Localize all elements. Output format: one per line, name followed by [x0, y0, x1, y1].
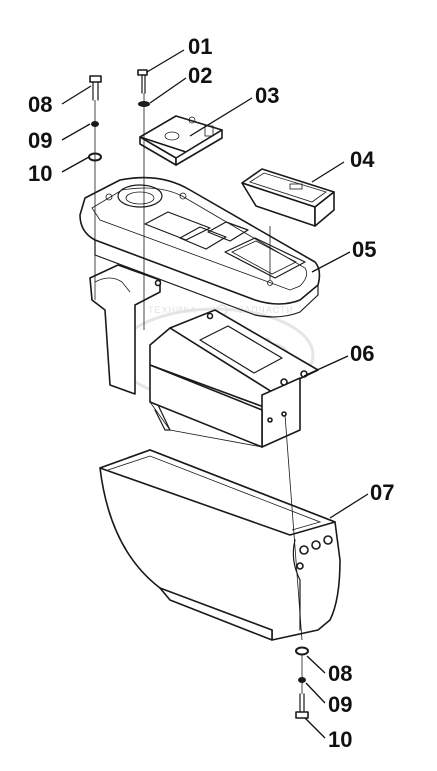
part-08-bolt-top: [89, 75, 102, 101]
callout-08-bottom: 08: [328, 661, 352, 686]
leader-lines: [61, 49, 369, 739]
callout-10-top: 10: [28, 161, 52, 186]
part-03-bracket: [139, 115, 223, 166]
part-10-bolt-bottom: [295, 693, 309, 719]
part-05-console-top: [79, 176, 321, 318]
callout-06: 06: [350, 341, 374, 366]
callout-08-top: 08: [28, 92, 52, 117]
assembly-centerlines: [94, 93, 303, 694]
callout-05: 05: [352, 237, 376, 262]
part-06-frame: [89, 264, 319, 448]
part-01-bolt: [137, 69, 148, 94]
callout-02: 02: [188, 63, 212, 88]
callout-09-bottom: 09: [328, 692, 352, 717]
part-07-bin: [99, 449, 341, 641]
callout-labels: 01 02 03 04 05 06 07 08 09 10 08 09 10: [28, 34, 394, 752]
callout-07: 07: [370, 480, 394, 505]
callout-09-top: 09: [28, 128, 52, 153]
part-04-insert: [241, 168, 335, 227]
watermark-right-text: ЗАПЧАСТИ: [238, 305, 294, 315]
callout-10-bottom: 10: [328, 727, 352, 752]
callout-01: 01: [188, 34, 212, 59]
part-08-washer-bottom: [295, 646, 309, 656]
callout-04: 04: [350, 147, 375, 172]
watermark-left-text: ТЕХНИКА: [148, 305, 197, 315]
callout-03: 03: [255, 83, 279, 108]
